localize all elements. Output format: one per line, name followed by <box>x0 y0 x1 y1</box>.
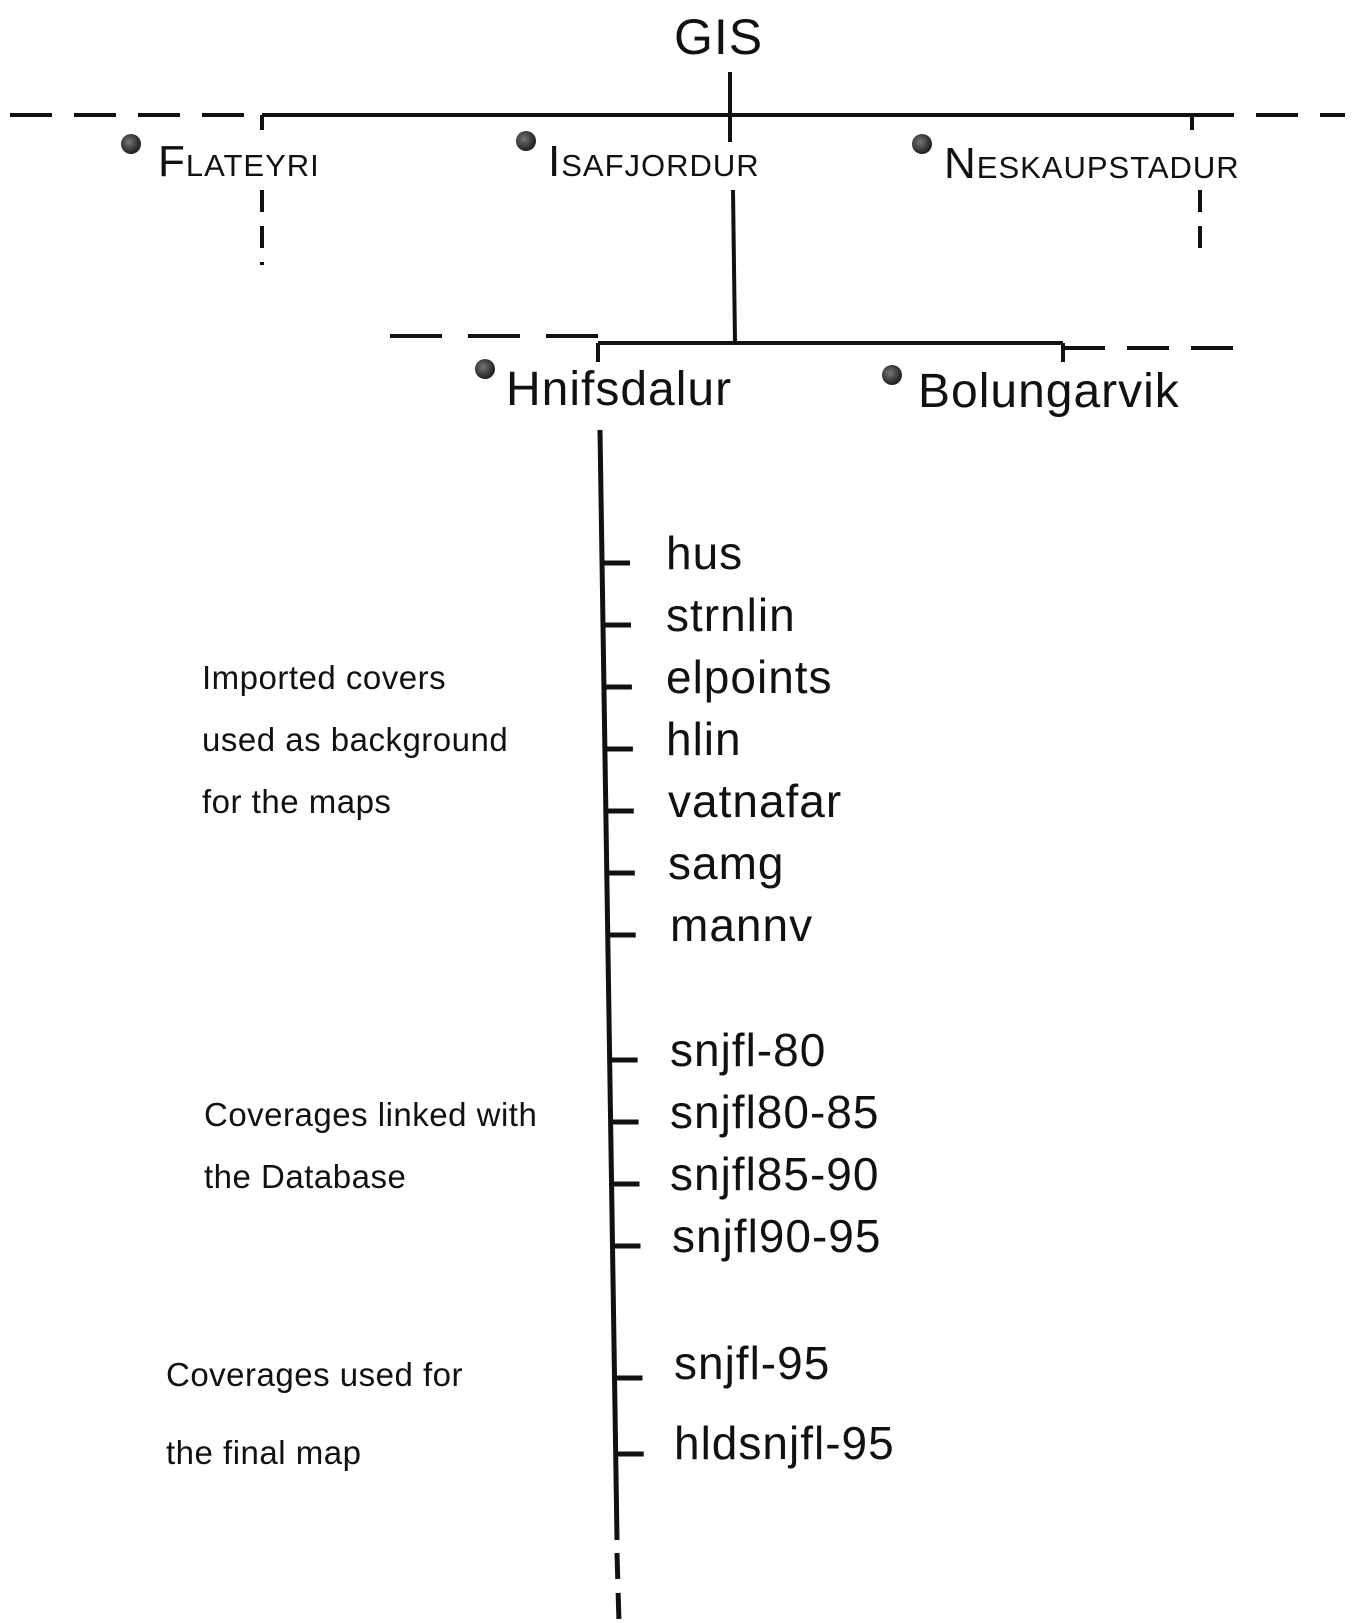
node-bolungarvik: Bolungarvik <box>918 365 1180 418</box>
note-line: the Database <box>204 1158 407 1195</box>
cover-hldsnjfl-95: hldsnjfl-95 <box>674 1417 895 1469</box>
cover-vatnafar: vatnafar <box>668 775 843 827</box>
cover-elpoints: elpoints <box>666 651 833 703</box>
flateyri-bullet-icon <box>121 134 141 154</box>
cover-snjfl90-95: snjfl90-95 <box>672 1210 882 1262</box>
cover-snjfl-95: snjfl-95 <box>674 1337 831 1389</box>
group-note-final-map-coverages: Coverages used for the final map <box>166 1336 463 1492</box>
node-hnifsdalur: Hnifsdalur <box>506 363 733 416</box>
note-line: Coverages linked with <box>204 1096 538 1133</box>
cover-mannv: mannv <box>670 899 814 951</box>
note-line: Coverages used for <box>166 1356 463 1393</box>
node-isafjordur: Isafjordur <box>548 137 760 186</box>
isafjordur-bullet-icon <box>516 131 536 151</box>
group-note-database-coverages: Coverages linked with the Database <box>204 1084 537 1208</box>
isafjordur-trunk <box>731 189 737 344</box>
group-note-background-covers: Imported covers used as background for t… <box>202 647 508 833</box>
node-neskaupstadur: Neskaupstadur <box>944 139 1240 188</box>
cover-tick-marks <box>602 560 644 1457</box>
cover-snjfl85-90: snjfl85-90 <box>670 1148 880 1200</box>
cover-snjfl-80: snjfl-80 <box>670 1024 827 1076</box>
note-line: Imported covers <box>202 659 447 696</box>
hnifsdalur-spine <box>597 429 620 1541</box>
hnifsdalur-bullet-icon <box>475 359 495 379</box>
note-line: used as background <box>202 721 509 758</box>
neskaupstadur-bullet-icon <box>912 134 932 154</box>
root-label-gis: GIS <box>674 9 764 65</box>
node-flateyri: Flateyri <box>158 137 320 186</box>
cover-snjfl80-85: snjfl80-85 <box>670 1086 880 1138</box>
cover-hus: hus <box>666 527 744 579</box>
note-line: the final map <box>166 1434 362 1471</box>
cover-samg: samg <box>668 837 785 889</box>
hnifsdalur-spine-dashed <box>614 1552 622 1623</box>
cover-strnlin: strnlin <box>666 589 796 641</box>
note-line: for the maps <box>202 783 392 820</box>
bolungarvik-bullet-icon <box>882 365 902 385</box>
cover-hlin: hlin <box>666 713 742 765</box>
